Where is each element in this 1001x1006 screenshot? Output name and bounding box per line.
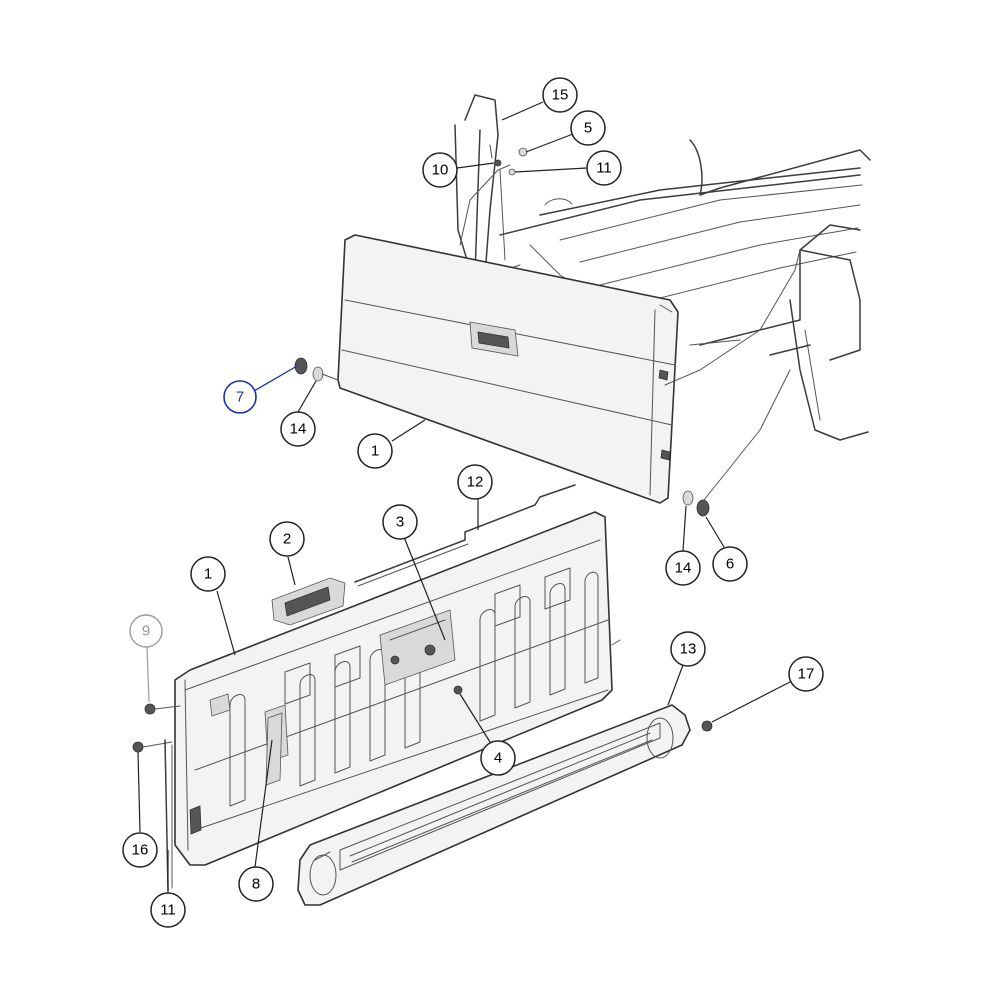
pivot-nut-right xyxy=(682,490,710,517)
callout-label: 13 xyxy=(680,641,697,658)
callout-12[interactable]: 12 xyxy=(457,464,493,500)
callout-label: 17 xyxy=(798,666,815,683)
callout-1-upper[interactable]: 1 xyxy=(357,433,393,469)
callout-4[interactable]: 4 xyxy=(480,740,516,776)
callout-label: 1 xyxy=(371,443,379,460)
leader-lines xyxy=(137,101,791,893)
callout-label: 6 xyxy=(726,556,734,573)
callout-label: 9 xyxy=(142,623,150,640)
callout-15[interactable]: 15 xyxy=(542,77,578,113)
callout-1-lower[interactable]: 1 xyxy=(190,556,226,592)
callout-label: 14 xyxy=(290,421,307,438)
pivot-nut-left xyxy=(294,357,339,382)
callout-label: 11 xyxy=(160,902,176,919)
callout-label: 15 xyxy=(552,87,569,104)
callout-label: 11 xyxy=(596,160,612,177)
callout-label: 12 xyxy=(467,474,484,491)
latch-rod xyxy=(354,484,576,587)
callout-7-highlighted[interactable]: 7 xyxy=(223,380,257,414)
callout-6[interactable]: 6 xyxy=(712,546,748,582)
callout-5[interactable]: 5 xyxy=(570,110,606,146)
callout-13[interactable]: 13 xyxy=(670,631,706,667)
callout-17[interactable]: 17 xyxy=(788,656,824,692)
callout-10[interactable]: 10 xyxy=(422,152,458,188)
callout-3[interactable]: 3 xyxy=(382,504,418,540)
callout-label: 10 xyxy=(432,162,449,179)
callout-14-upper[interactable]: 14 xyxy=(280,411,316,447)
callout-label: 16 xyxy=(132,842,149,859)
callout-16[interactable]: 16 xyxy=(122,832,158,868)
hinge-pin-bracket xyxy=(265,712,283,786)
callout-label: 7 xyxy=(236,389,244,406)
callout-2[interactable]: 2 xyxy=(269,521,305,557)
upper-tailgate-assembly xyxy=(337,164,801,506)
latch-mechanism xyxy=(379,609,456,686)
upper-handle-pocket xyxy=(469,321,519,357)
hinge-bracket-hardware xyxy=(489,144,528,176)
callout-label: 2 xyxy=(283,531,291,548)
tailgate-handle xyxy=(271,577,346,626)
callout-label: 5 xyxy=(584,120,592,137)
callout-label: 8 xyxy=(252,876,260,893)
callout-8[interactable]: 8 xyxy=(238,866,274,902)
callout-label: 1 xyxy=(204,566,212,583)
callout-11-lower[interactable]: 11 xyxy=(150,892,186,928)
callout-9-muted[interactable]: 9 xyxy=(129,614,163,648)
callout-14-lower[interactable]: 14 xyxy=(665,550,701,586)
trim-panel-screw xyxy=(701,720,713,732)
callout-label: 3 xyxy=(396,514,404,531)
callout-label: 4 xyxy=(494,750,502,767)
tailgate-outer-trim-panel xyxy=(297,704,691,906)
callout-label: 14 xyxy=(675,560,692,577)
callout-11-upper[interactable]: 11 xyxy=(586,150,622,186)
